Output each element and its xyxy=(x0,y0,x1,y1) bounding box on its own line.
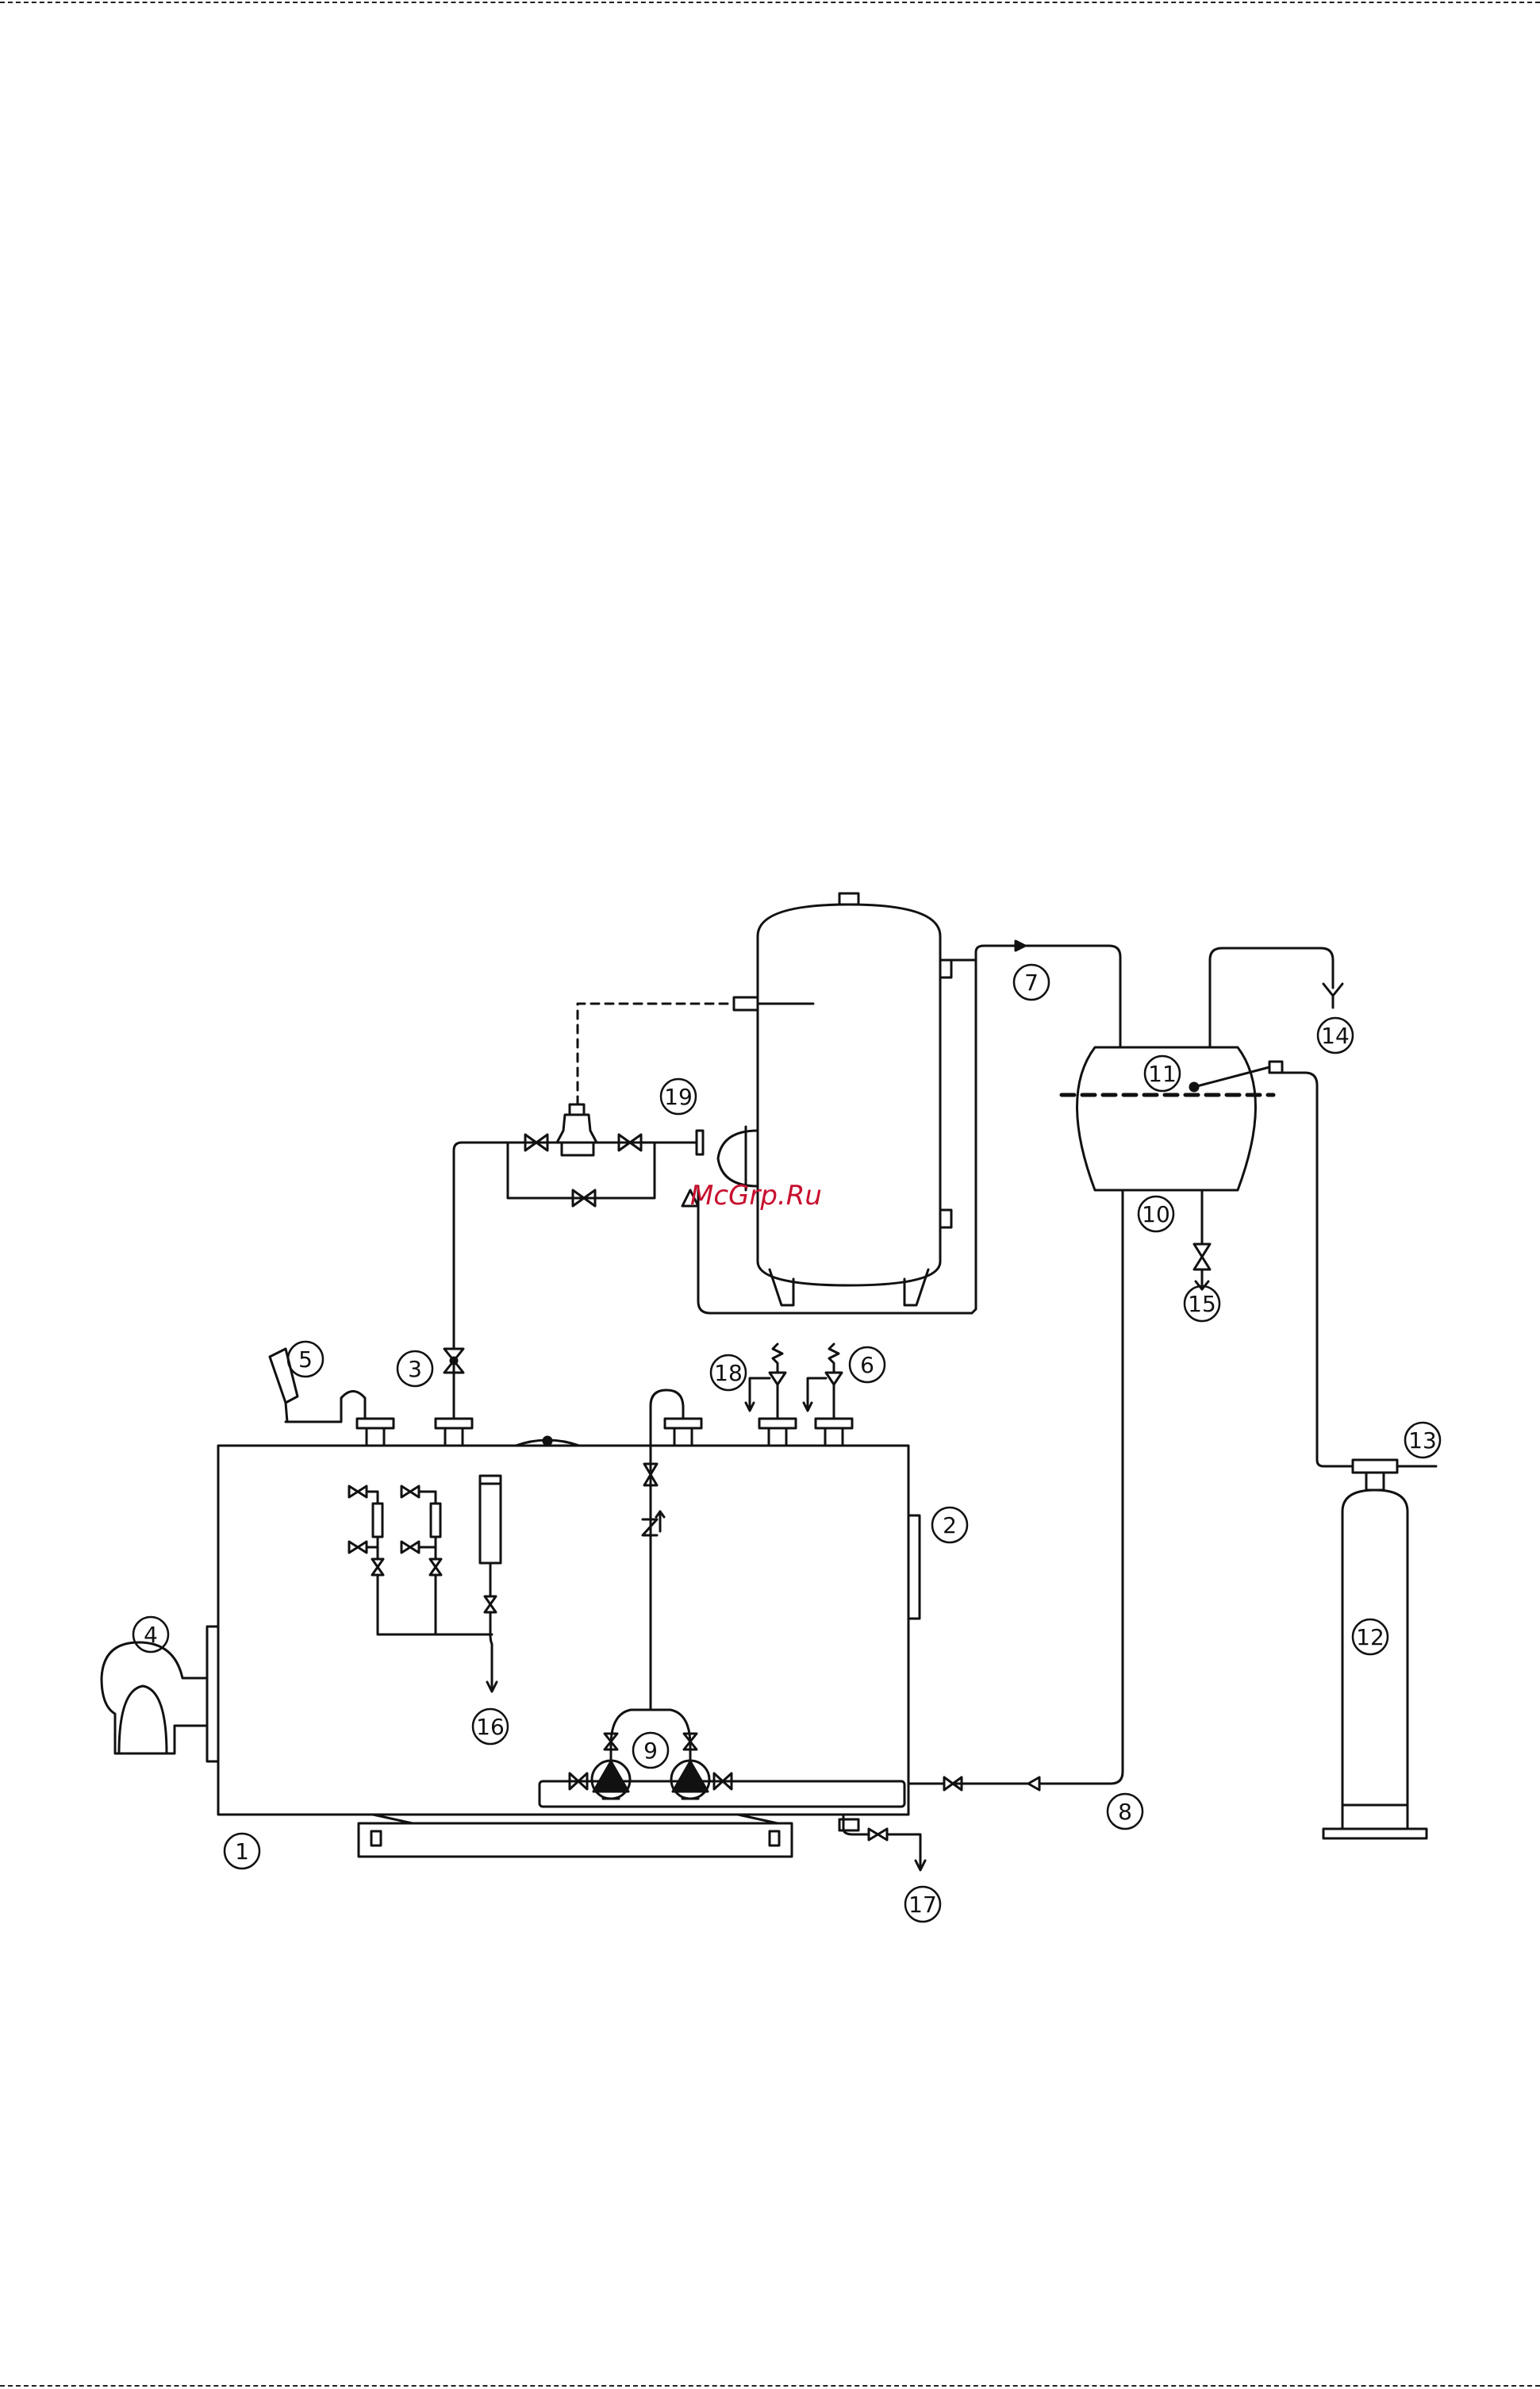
callout-13-label: 13 xyxy=(1408,1427,1437,1454)
callout-9-label: 9 xyxy=(643,1738,658,1764)
blowdown-line xyxy=(839,1815,925,1870)
line-to-deaerator xyxy=(976,941,1120,1047)
callout-17-label: 17 xyxy=(908,1892,937,1918)
storage-tank xyxy=(682,893,976,1313)
pressure-gauge-line xyxy=(270,1349,365,1422)
safety-valves xyxy=(746,1344,842,1419)
callout-10-label: 10 xyxy=(1142,1201,1170,1227)
callout-4-label: 4 xyxy=(144,1622,158,1648)
boiler-nozzles xyxy=(357,1419,852,1446)
callout-2-label: 2 xyxy=(943,1512,957,1538)
callout-15-label: 15 xyxy=(1188,1291,1216,1317)
callout-16-label: 16 xyxy=(476,1714,505,1740)
watermark-text: McGrp.Ru xyxy=(690,1180,822,1212)
callout-18-label: 18 xyxy=(714,1360,743,1386)
steam-main-line xyxy=(444,1143,525,1419)
burner xyxy=(102,1642,207,1753)
level-gauges xyxy=(349,1476,501,1692)
callout-11-label: 11 xyxy=(1148,1061,1177,1087)
feed-pumps xyxy=(540,1390,904,1807)
callout-8-label: 8 xyxy=(1118,1799,1132,1825)
callout-14-label: 14 xyxy=(1321,1023,1350,1049)
callout-7-label: 7 xyxy=(1024,970,1039,996)
boiler xyxy=(207,1437,920,1857)
callout-6-label: 6 xyxy=(860,1352,874,1378)
pressure-reducing-station xyxy=(508,1004,734,1206)
callout-12-label: 12 xyxy=(1356,1624,1384,1650)
callout-5-label: 5 xyxy=(298,1346,313,1373)
callout-19-label: 19 xyxy=(664,1084,693,1110)
callout-1-label: 1 xyxy=(235,1838,249,1865)
callout-3-label: 3 xyxy=(408,1356,422,1382)
